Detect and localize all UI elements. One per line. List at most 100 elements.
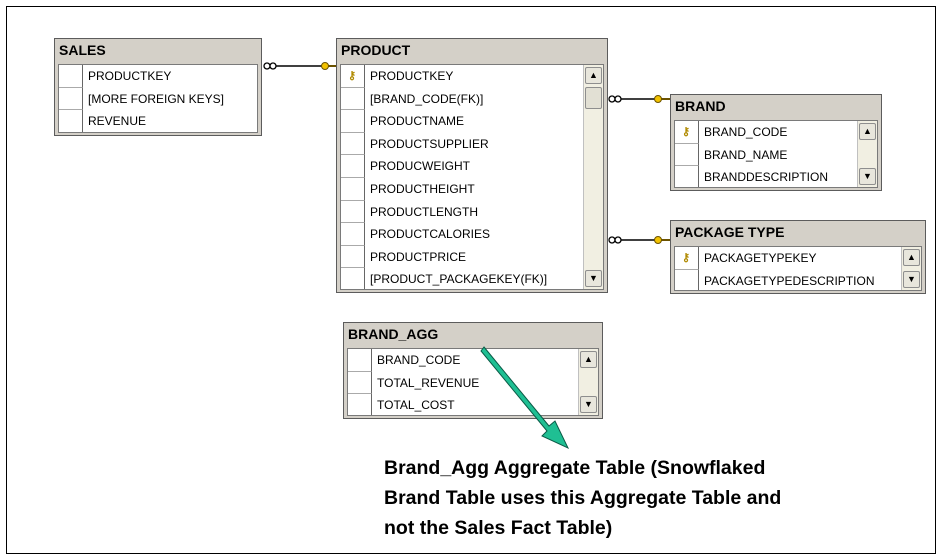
column-name: PRODUCTLENGTH — [370, 204, 479, 219]
column-row[interactable]: [MORE FOREIGN KEYS] — [59, 87, 257, 111]
column-row[interactable]: PRODUCTNAME — [341, 110, 603, 133]
column-name: [BRAND_CODE(FK)] — [370, 91, 484, 106]
table-sales-title: SALES — [59, 42, 106, 58]
scroll-thumb[interactable] — [585, 87, 602, 109]
vertical-scrollbar[interactable]: ▲ ▼ — [901, 247, 921, 290]
column-name: BRANDDESCRIPTION — [704, 170, 829, 185]
scroll-down-arrow-icon[interactable]: ▼ — [580, 396, 597, 413]
row-selector[interactable]: ⚷ — [341, 65, 365, 88]
column-row[interactable]: PRODUCTLENGTH — [341, 200, 603, 224]
column-row[interactable]: REVENUE — [59, 110, 257, 132]
row-selector[interactable] — [675, 143, 699, 167]
table-brand-agg-title: BRAND_AGG — [348, 326, 439, 342]
table-brand-agg-columns: BRAND_CODE TOTAL_REVENUE TOTAL_COST ▲ ▼ — [347, 348, 599, 416]
column-name: PACKAGETYPEKEY — [704, 251, 817, 265]
column-row[interactable]: PRODUCTCALORIES — [341, 223, 603, 246]
column-name: TOTAL_COST — [377, 398, 455, 413]
column-row[interactable]: PRODUCTHEIGHT — [341, 177, 603, 201]
row-selector[interactable] — [59, 87, 83, 111]
table-brand-columns: ⚷BRAND_CODE BRAND_NAME BRANDDESCRIPTION … — [674, 120, 878, 188]
row-selector[interactable]: ⚷ — [675, 121, 699, 144]
column-name: BRAND_CODE — [377, 353, 461, 367]
table-package-type-columns: ⚷ PACKAGETYPEKEY PACKAGETYPEDESCRIPTION ▲… — [674, 246, 922, 291]
key-icon: ⚷ — [682, 126, 691, 138]
scroll-up-arrow-icon[interactable]: ▲ — [859, 123, 876, 140]
scroll-down-arrow-icon[interactable]: ▼ — [903, 271, 920, 288]
relationship-connector[interactable] — [608, 95, 670, 103]
column-row[interactable]: BRAND_NAME — [675, 143, 877, 167]
annotation-line: not the Sales Fact Table) — [384, 517, 613, 539]
column-row[interactable]: ⚷ PACKAGETYPEKEY — [675, 247, 921, 270]
table-package-type[interactable]: PACKAGE TYPE ⚷PACKAGETYPEKEY PACKAGETYPE… — [670, 220, 926, 294]
column-row[interactable]: TOTAL_REVENUE — [348, 371, 598, 395]
row-selector[interactable] — [341, 223, 365, 246]
column-name: TOTAL_REVENUE — [377, 375, 480, 390]
column-row[interactable]: PRODUCTSUPPLIER — [341, 132, 603, 156]
row-selector[interactable] — [341, 200, 365, 224]
row-selector[interactable] — [341, 245, 365, 269]
column-row[interactable]: PACKAGETYPEDESCRIPTION — [675, 269, 921, 290]
column-name: PRODUCTCALORIES — [370, 227, 491, 242]
arrow-icon — [480, 346, 570, 450]
scroll-up-arrow-icon[interactable]: ▲ — [903, 249, 920, 266]
table-sales-columns: PRODUCTKEY [MORE FOREIGN KEYS] REVENUE — [58, 64, 258, 133]
column-name: PACKAGETYPEDESCRIPTION — [704, 273, 875, 288]
row-selector[interactable] — [675, 269, 699, 290]
key-icon: ⚷ — [682, 252, 691, 264]
column-row[interactable]: ⚷ BRAND_CODE — [675, 121, 877, 144]
vertical-scrollbar[interactable]: ▲ ▼ — [583, 65, 603, 289]
column-row[interactable]: PRODUCWEIGHT — [341, 155, 603, 178]
table-sales[interactable]: SALES PRODUCTKEY [MORE FOREIGN KEYS] REV… — [54, 38, 262, 136]
column-row[interactable]: TOTAL_COST — [348, 394, 598, 415]
table-brand-title: BRAND — [675, 98, 726, 114]
column-name: PRODUCTNAME — [370, 114, 465, 129]
table-brand-agg[interactable]: BRAND_AGG BRAND_CODE TOTAL_REVENUE TOTAL… — [343, 322, 603, 419]
annotation-line: Brand_Agg Aggregate Table (Snowflaked — [384, 457, 766, 479]
column-name: PRODUCTPRICE — [370, 249, 467, 264]
table-product-title: PRODUCT — [341, 42, 411, 58]
scroll-up-arrow-icon[interactable]: ▲ — [585, 67, 602, 84]
column-name: BRAND_NAME — [704, 147, 788, 162]
key-icon: ⚷ — [348, 70, 357, 82]
row-selector[interactable] — [348, 371, 372, 395]
column-name: PRODUCTKEY — [370, 69, 454, 83]
row-selector[interactable] — [341, 268, 365, 289]
column-row[interactable]: PRODUCTPRICE — [341, 245, 603, 269]
column-row[interactable]: PRODUCTKEY — [59, 65, 257, 88]
column-row[interactable]: ⚷ PRODUCTKEY — [341, 65, 603, 88]
row-selector[interactable] — [341, 132, 365, 156]
relationship-connector[interactable] — [608, 236, 670, 244]
column-name: REVENUE — [88, 114, 147, 129]
column-row[interactable]: [BRAND_CODE(FK)] — [341, 87, 603, 111]
row-selector[interactable] — [59, 65, 83, 88]
row-selector[interactable] — [341, 87, 365, 111]
row-selector[interactable] — [348, 394, 372, 415]
scroll-down-arrow-icon[interactable]: ▼ — [585, 270, 602, 287]
row-selector[interactable] — [341, 177, 365, 201]
column-row[interactable]: BRANDDESCRIPTION — [675, 166, 877, 187]
table-product[interactable]: PRODUCT ⚷ PRODUCTKEY [BRAND_CODE(FK)] PRO… — [336, 38, 608, 293]
column-name: PRODUCTKEY — [88, 69, 172, 83]
column-name: BRAND_CODE — [704, 125, 788, 139]
scroll-up-arrow-icon[interactable]: ▲ — [580, 351, 597, 368]
relationship-connector[interactable] — [263, 62, 336, 70]
row-selector[interactable] — [675, 166, 699, 187]
table-brand[interactable]: BRAND ⚷ BRAND_CODE BRAND_NAME BRANDDESCRI… — [670, 94, 882, 191]
row-selector[interactable] — [341, 110, 365, 133]
scroll-down-arrow-icon[interactable]: ▼ — [859, 168, 876, 185]
vertical-scrollbar[interactable]: ▲ ▼ — [857, 121, 877, 187]
annotation-note: Brand_Agg Aggregate Table (Snowflaked Br… — [384, 453, 904, 543]
row-selector[interactable] — [341, 155, 365, 178]
row-selector[interactable]: ⚷ — [675, 247, 699, 270]
row-selector[interactable] — [348, 349, 372, 372]
column-name: PRODUCTHEIGHT — [370, 181, 475, 196]
column-row[interactable]: [PRODUCT_PACKAGEKEY(FK)] — [341, 268, 603, 289]
column-name: PRODUCTSUPPLIER — [370, 136, 489, 151]
column-name: PRODUCWEIGHT — [370, 159, 470, 174]
column-row[interactable]: BRAND_CODE — [348, 349, 598, 372]
row-selector[interactable] — [59, 110, 83, 132]
vertical-scrollbar[interactable]: ▲ ▼ — [578, 349, 598, 415]
column-name: [PRODUCT_PACKAGEKEY(FK)] — [370, 272, 548, 287]
column-name: [MORE FOREIGN KEYS] — [88, 91, 225, 106]
